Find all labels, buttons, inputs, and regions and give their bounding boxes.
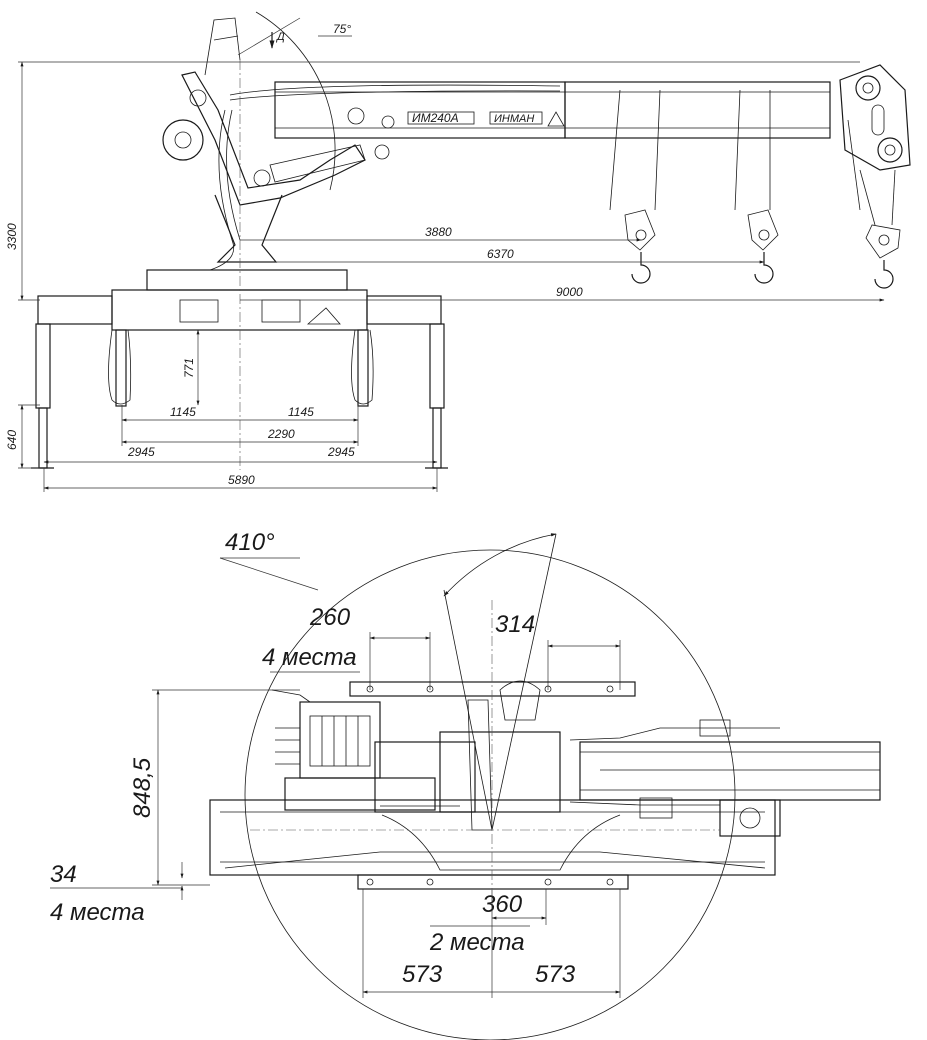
support-height-dim-value: 640: [5, 430, 19, 450]
reach-2-dim-value: 6370: [487, 247, 514, 261]
reach-3-dim-value: 9000: [556, 285, 583, 299]
top-cross-plate: [349, 681, 636, 697]
hook-block-3: [865, 224, 901, 289]
slew-angle-arc: [443, 533, 557, 597]
base-frame: [31, 269, 448, 469]
hook-block-1: [609, 89, 661, 284]
outer-left-value: 2945: [127, 445, 155, 459]
slew-angle-leader: [219, 557, 319, 591]
dim-34-value: 34: [50, 861, 77, 888]
angle-leader: [237, 17, 301, 56]
total-width-value: 5890: [228, 473, 255, 487]
model-label: ИМ240А: [412, 111, 459, 125]
base-frame-plan: [209, 799, 776, 876]
inner-width-value: 2290: [267, 427, 295, 441]
half-width-right-value: 1145: [288, 405, 314, 419]
hook-block-2: [734, 89, 779, 284]
dim-314-value: 314: [495, 611, 535, 638]
dim-573-right-value: 573: [535, 961, 576, 988]
places-4b-label: 4 места: [50, 899, 145, 926]
boom-head: [839, 64, 911, 226]
control-valve-block: [271, 689, 381, 779]
plan-view: 410° 260 4 места 314 848,5 34 4 места: [50, 529, 881, 1040]
half-width-left-value: 1145: [170, 405, 196, 419]
view-arrow-label: Д: [275, 31, 285, 43]
slew-angle-value: 410°: [225, 529, 275, 556]
outer-right-value: 2945: [327, 445, 355, 459]
places-4a-label: 4 места: [262, 644, 357, 671]
boom-plan: [569, 719, 881, 837]
dim-260-value: 260: [309, 604, 351, 631]
raised-boom-outline: [204, 17, 241, 76]
angle-label: 75°: [333, 22, 351, 36]
height-dim-value: 3300: [5, 223, 19, 250]
main-boom: ИМ240А ИНМАН: [229, 81, 831, 139]
places-2-label: 2 места: [429, 929, 525, 956]
raised-boom-joint: [213, 35, 239, 41]
side-view: 75° Д ИМ240А ИНМАН: [5, 11, 911, 492]
dim-573-left-value: 573: [402, 961, 443, 988]
dim-848-value: 848,5: [129, 757, 156, 818]
column-housing-plan: [284, 680, 621, 871]
outrigger-height-dim-value: 771: [182, 358, 196, 378]
boom-slew-arc: [255, 11, 336, 191]
reach-1-dim-value: 3880: [425, 225, 452, 239]
brand-label: ИНМАН: [494, 113, 534, 125]
bottom-cross-plate: [357, 874, 629, 890]
dim-360-value: 360: [482, 891, 523, 918]
